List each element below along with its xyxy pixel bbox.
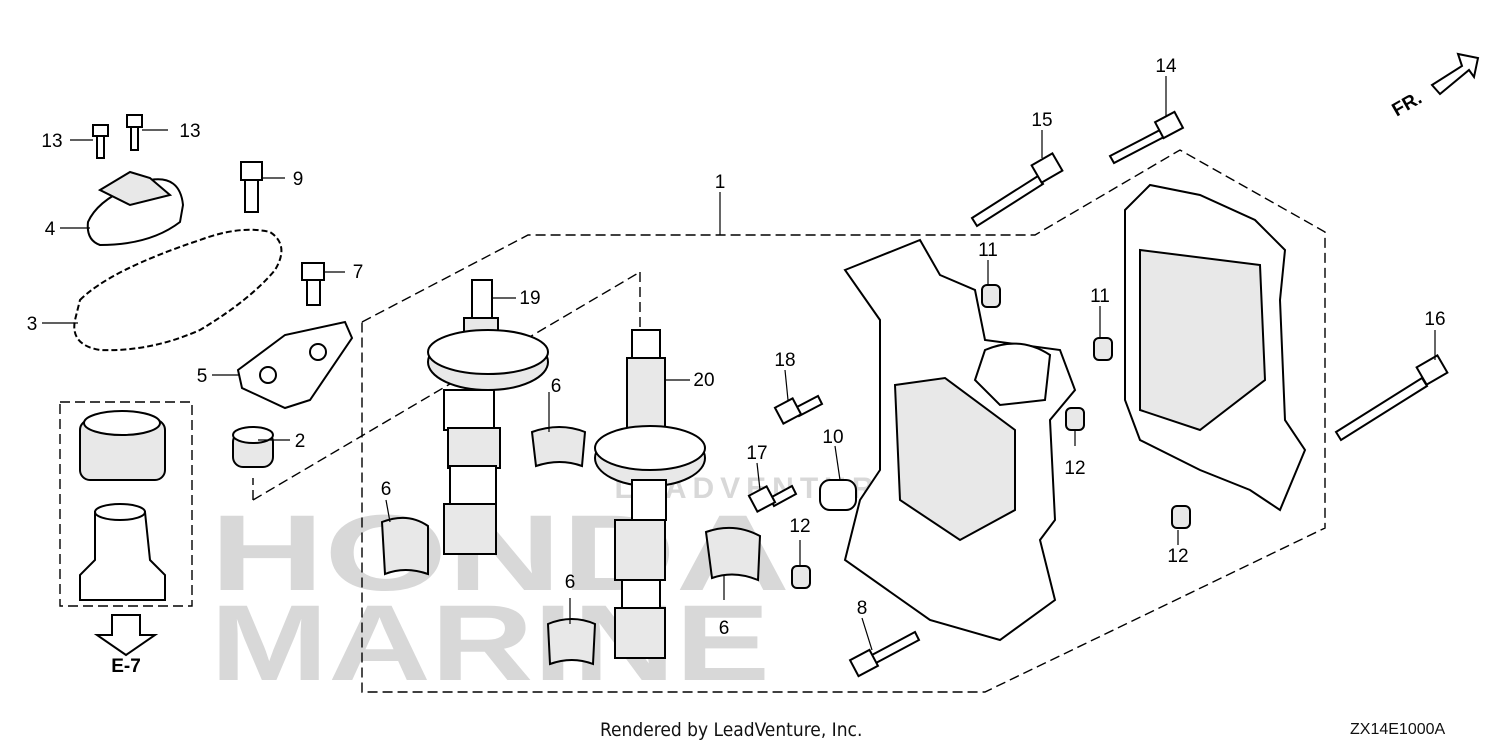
render-credit: Rendered by LeadVenture, Inc. (600, 719, 863, 741)
callout-3: 3 (27, 314, 38, 335)
callout-14: 14 (1155, 56, 1177, 77)
timing-chain (73, 228, 283, 352)
seal-10 (819, 479, 857, 511)
watermark-line1: HONDA (210, 492, 790, 613)
direction-label: FR. (1389, 88, 1426, 121)
callout-11a: 11 (978, 240, 998, 261)
callout-6c: 6 (565, 572, 576, 593)
front-direction-arrow-icon: FR. (1389, 52, 1480, 121)
callout-7: 7 (353, 262, 364, 283)
callout-16: 16 (1424, 309, 1445, 330)
camshaft-group-boundary (252, 271, 641, 501)
camshaft-19 (427, 279, 549, 555)
reference-label: E-7 (111, 656, 141, 677)
callout-9: 9 (293, 169, 304, 190)
bearing-shell-6a (530, 426, 587, 468)
bolt-13-left (92, 124, 109, 159)
bolt-13-right (126, 114, 143, 151)
callout-10: 10 (822, 427, 843, 448)
bearing-shell-6b (380, 516, 429, 576)
dowel-12-a (1065, 407, 1085, 431)
sub-assembly-box (59, 401, 193, 607)
camshaft-20 (594, 329, 706, 659)
callout-13b: 13 (179, 121, 200, 142)
callout-4: 4 (45, 219, 56, 240)
assembly-boundary (361, 149, 1326, 693)
callout-labels: 1 2 3 4 5 6 6 6 6 7 8 9 10 11 11 12 12 1… (27, 56, 1446, 639)
leader-lines (42, 76, 1436, 651)
reference-arrow (93, 614, 159, 657)
callout-19: 19 (519, 288, 540, 309)
chain-guide (86, 170, 185, 247)
callout-6d: 6 (719, 618, 730, 639)
callout-12c: 12 (1167, 546, 1188, 567)
callout-8: 8 (857, 598, 868, 619)
sub-assembly-gear (79, 410, 166, 601)
dowel-11-left (981, 284, 1001, 308)
dowel-11-right (1093, 337, 1113, 361)
callout-18: 18 (774, 350, 795, 371)
bearing-shell-6c (704, 526, 762, 582)
bolt-7 (301, 262, 325, 306)
bolt-18 (773, 394, 824, 425)
bolt-9 (240, 161, 263, 213)
bolt-8 (848, 630, 921, 678)
callout-12b: 12 (789, 516, 810, 537)
callout-11b: 11 (1090, 286, 1110, 307)
cam-holder (843, 238, 1077, 642)
callout-15: 15 (1031, 110, 1052, 131)
bolt-17 (747, 484, 798, 513)
tensioner-plate (236, 320, 354, 410)
callout-13a: 13 (41, 131, 62, 152)
bearing-shell-6d (546, 618, 597, 666)
sprocket (232, 426, 274, 468)
brand-watermark: HONDA MARINE LEADVENTURE (210, 472, 900, 703)
bolt-16 (1334, 353, 1449, 442)
watermark-line2: MARINE (210, 582, 770, 703)
bolt-14 (1108, 110, 1185, 165)
callout-20: 20 (693, 370, 714, 391)
dowel-12-b (791, 565, 811, 589)
callout-6b: 6 (381, 479, 392, 500)
callout-17: 17 (746, 443, 767, 464)
callout-2: 2 (295, 431, 306, 452)
callout-1: 1 (715, 172, 726, 193)
cover-plate (1124, 183, 1307, 512)
bolt-15 (970, 151, 1064, 228)
callout-12a: 12 (1064, 458, 1085, 479)
callout-5: 5 (197, 366, 208, 387)
diagram-code: ZX14E1000A (1350, 721, 1446, 738)
callout-6a: 6 (551, 376, 562, 397)
dowel-12-c (1171, 505, 1191, 529)
